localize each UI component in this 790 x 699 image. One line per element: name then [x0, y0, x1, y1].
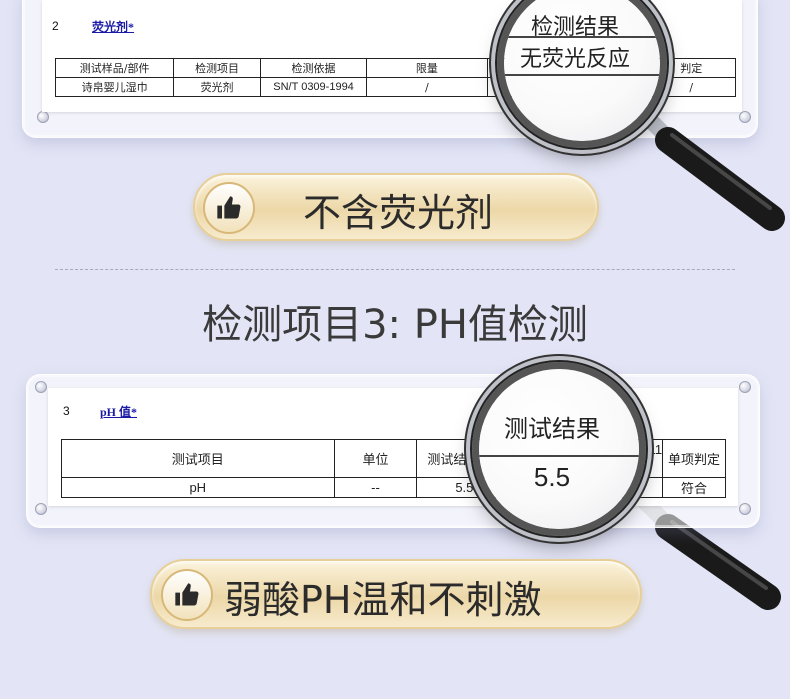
divider [55, 269, 735, 270]
badge-text: 不含荧光剂 [303, 191, 494, 235]
table-cell: / [646, 77, 736, 97]
table-cell: 荧光剂 [173, 77, 261, 97]
magnifier-lens: 检测结果 无荧光反应 [497, 0, 667, 148]
table-header: 测试样品/部件 [54, 58, 175, 78]
lens-result-header: 测试结果 [504, 415, 600, 443]
table-header: 测试项目 [61, 439, 335, 478]
table-header: 限量 [366, 58, 488, 78]
section-title: 荧光剂* [92, 20, 135, 34]
screw-icon [739, 111, 751, 123]
table-cell: pH [61, 477, 335, 498]
table-header: 检测依据 [259, 58, 368, 78]
table-header: 判定 [646, 58, 736, 78]
lens-result-value: 无荧光反应 [519, 47, 630, 72]
screw-icon [739, 381, 751, 393]
table-header: 检测项目 [173, 58, 261, 78]
badge-text: 弱酸PH温和不刺激 [224, 578, 542, 622]
screw-icon [739, 503, 751, 515]
thumbs-up-icon [161, 569, 213, 621]
lens-result-header: 检测结果 [530, 15, 619, 40]
table-cell: 符合 [662, 477, 726, 498]
section-number: 3 [63, 404, 70, 418]
table-cell: 诗帛婴儿湿巾 [54, 77, 175, 97]
badge-no-fluorescent: 不含荧光剂 [193, 173, 599, 241]
section-heading: 检测项目3: PH值检测 [202, 302, 588, 348]
screw-icon [35, 381, 47, 393]
table-header: 单项判定 [662, 439, 726, 478]
table-cell: / [366, 77, 488, 97]
screw-icon [37, 111, 49, 123]
magnifier-lens: 测试结果 5.5 [472, 362, 646, 536]
section-title: pH 值* [100, 405, 138, 419]
screw-icon [35, 503, 47, 515]
lens-result-value: 5.5 [533, 462, 571, 492]
table-header: 单位 [333, 439, 418, 478]
table-cell: -- [333, 477, 418, 498]
thumbs-up-icon [203, 182, 255, 234]
section-number: 2 [52, 19, 59, 33]
table-cell: SN/T 0309-1994 [259, 77, 368, 97]
badge-mild-ph: 弱酸PH温和不刺激 [150, 559, 642, 629]
